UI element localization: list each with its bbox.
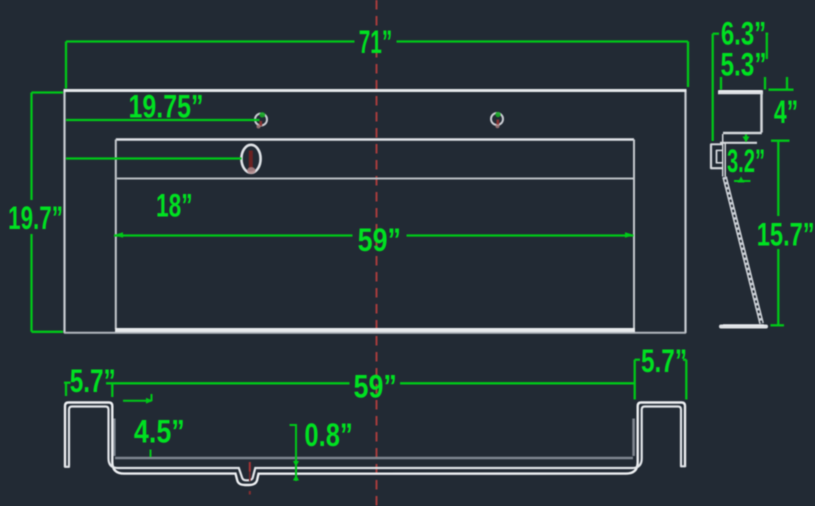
svg-text:19.75”: 19.75” xyxy=(129,90,204,126)
svg-text:59”: 59” xyxy=(354,369,397,405)
svg-text:4”: 4” xyxy=(774,94,798,130)
svg-text:5.3”: 5.3” xyxy=(721,47,767,83)
svg-text:59”: 59” xyxy=(358,223,401,259)
svg-text:6.3”: 6.3” xyxy=(721,15,766,51)
svg-text:0.8”: 0.8” xyxy=(304,418,352,453)
svg-text:5.7”: 5.7” xyxy=(70,364,116,400)
svg-text:71”: 71” xyxy=(359,25,393,61)
svg-text:5.7”: 5.7” xyxy=(641,344,687,380)
svg-text:3.2”: 3.2” xyxy=(727,143,765,179)
svg-text:18”: 18” xyxy=(156,188,193,224)
svg-text:19.7”: 19.7” xyxy=(8,200,63,236)
svg-text:4.5”: 4.5” xyxy=(134,414,185,450)
svg-text:15.7”: 15.7” xyxy=(757,217,815,252)
